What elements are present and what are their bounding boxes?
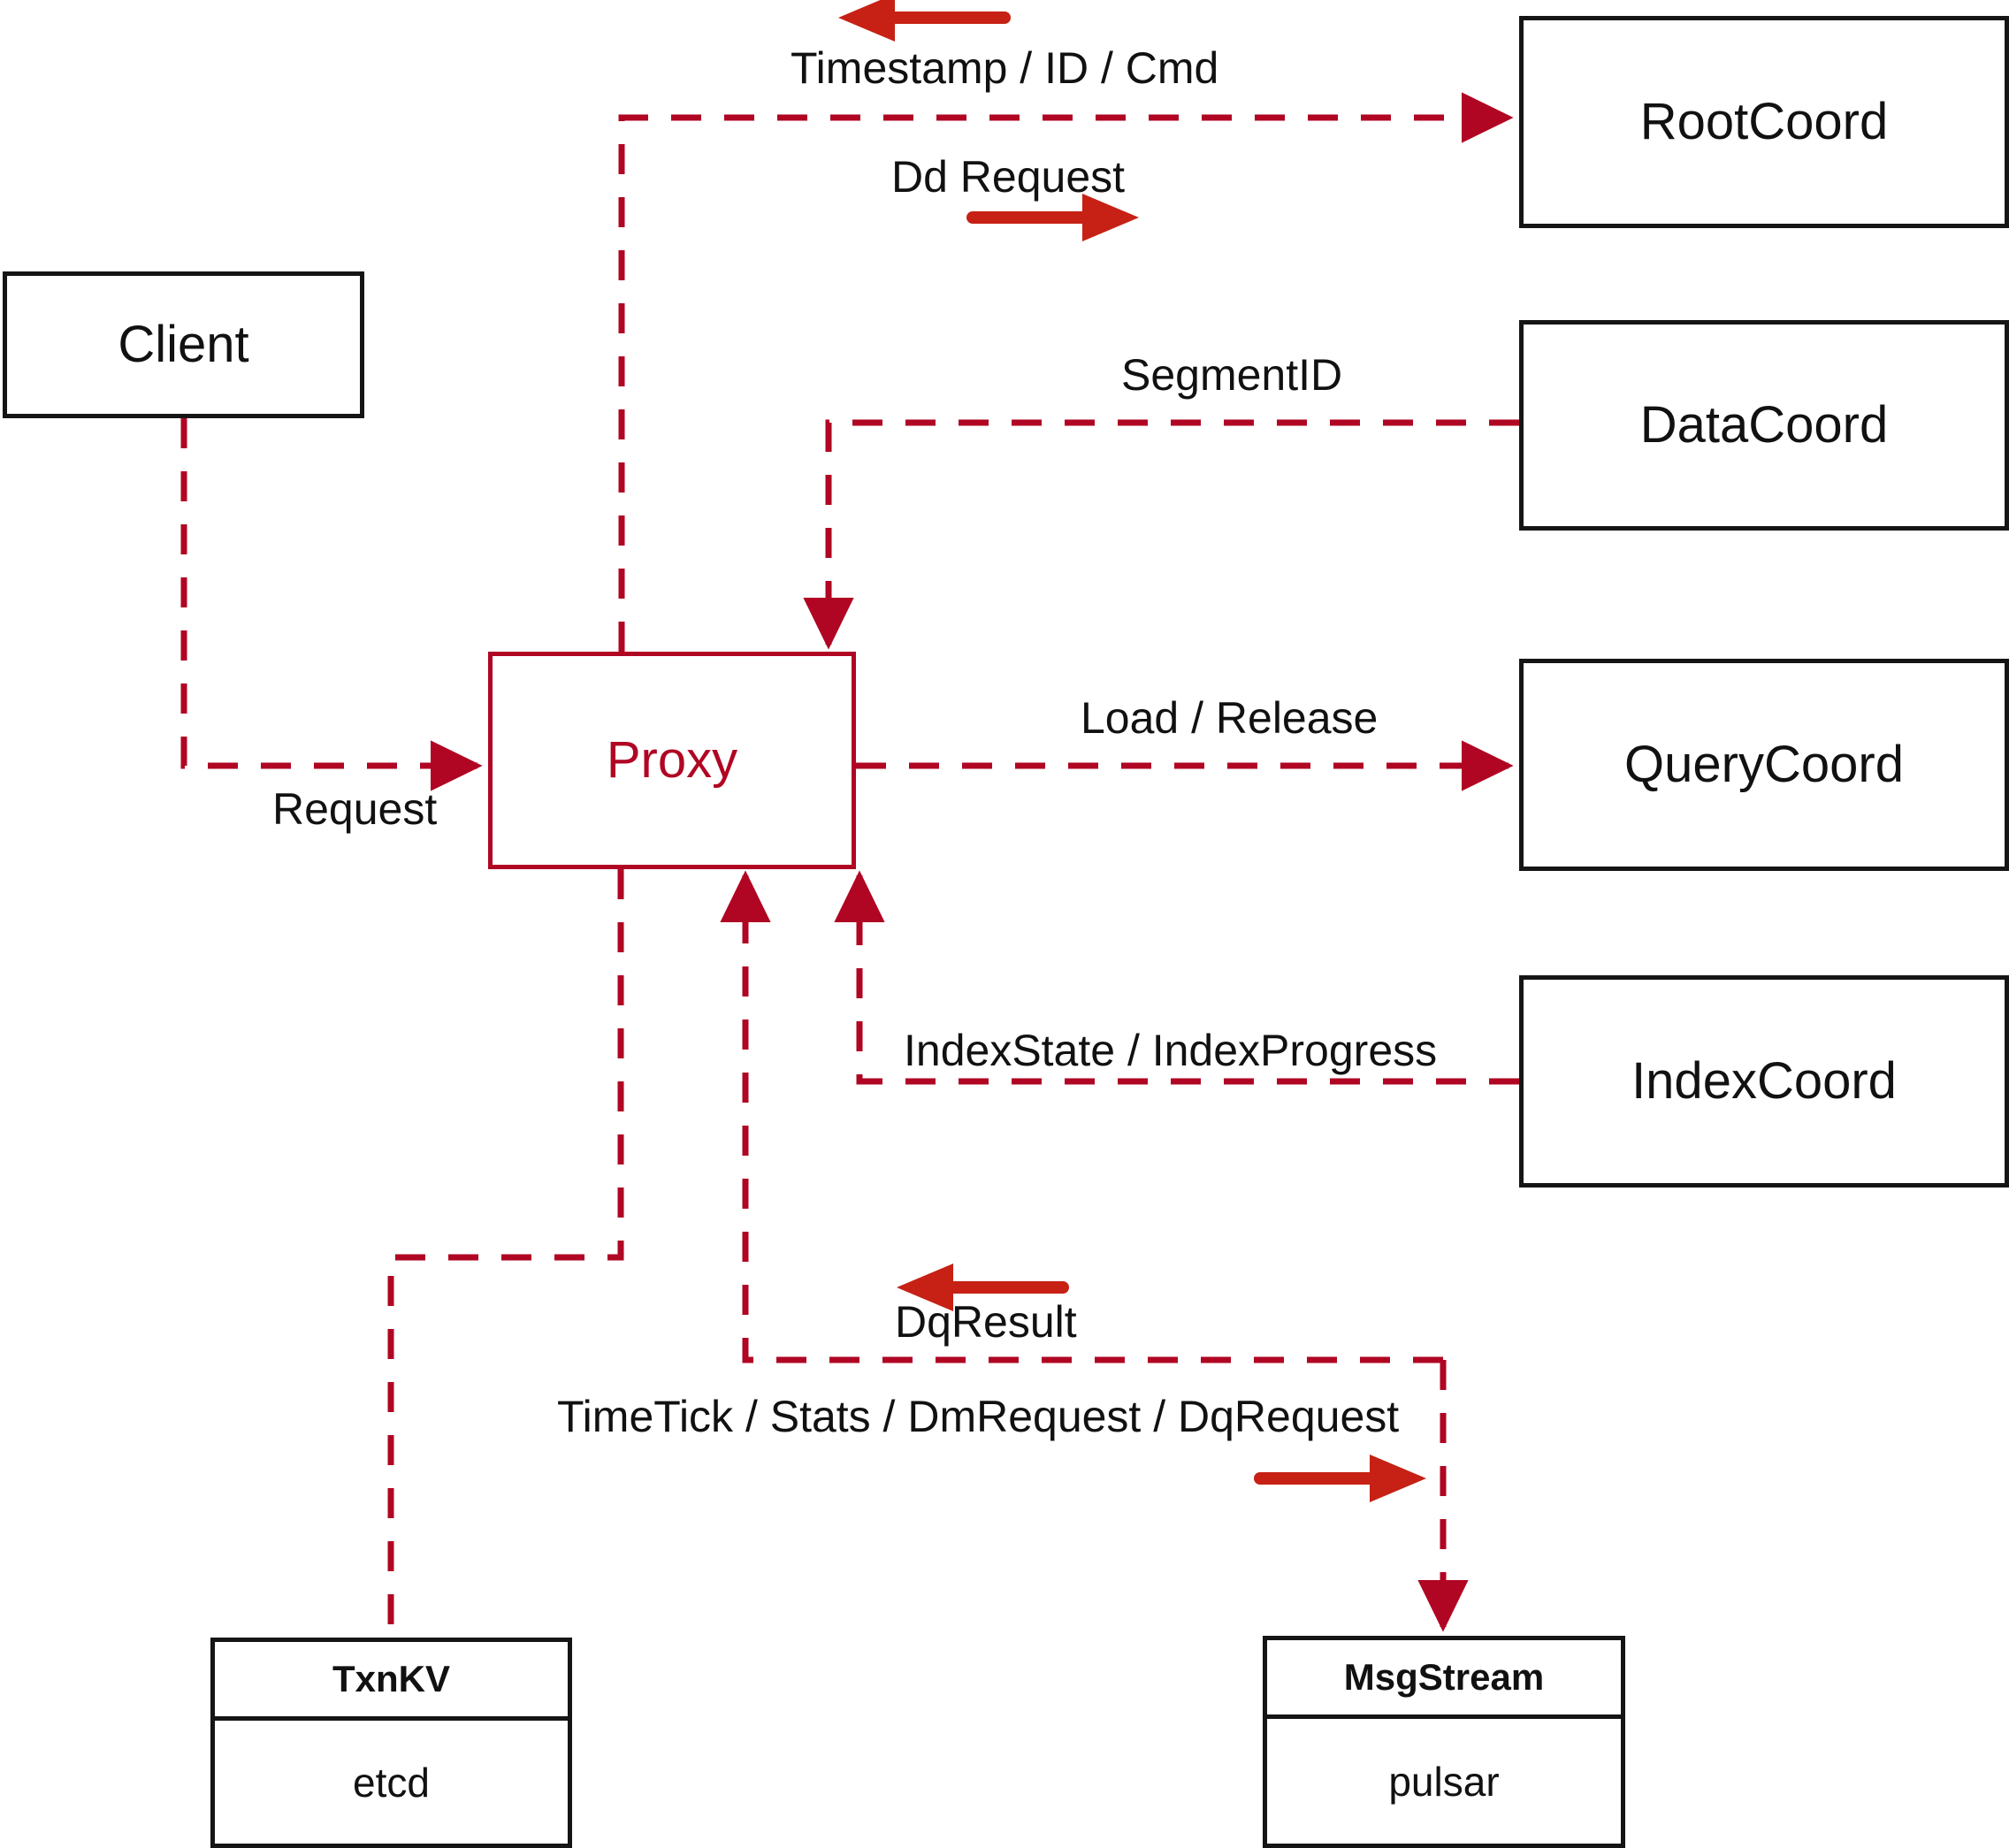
edge-proxy-to-txnkv [387,869,624,1638]
node-rootcoord-label: RootCoord [1639,93,1889,150]
node-txnkv-body: etcd [353,1759,430,1806]
edge-label-index-state-progress: IndexState / IndexProgress [904,1026,1438,1075]
node-txnkv[interactable]: TxnKV etcd [210,1638,572,1848]
edge-label-request: Request [272,784,438,834]
node-rootcoord[interactable]: RootCoord [1519,16,2009,228]
edge-label-dd-request: Dd Request [891,152,1126,202]
node-querycoord[interactable]: QueryCoord [1519,659,2009,871]
edge-indexcoord-to-proxy [834,870,1519,1085]
node-indexcoord-label: IndexCoord [1631,1052,1897,1110]
direction-arrow-dqresult-left [897,1264,1069,1311]
node-indexcoord[interactable]: IndexCoord [1519,975,2009,1187]
node-datacoord-label: DataCoord [1639,396,1889,454]
node-proxy-label: Proxy [606,731,738,789]
edge-msgstream-to-proxy [720,870,1443,1363]
node-client-label: Client [118,316,249,373]
edge-label-timestamp-id-cmd: Timestamp / ID / Cmd [791,43,1219,93]
edge-proxy-to-rootcoord [618,92,1514,652]
edge-datacoord-to-proxy [803,419,1519,650]
node-msgstream[interactable]: MsgStream pulsar [1263,1636,1625,1848]
edge-label-dq-result: DqResult [895,1297,1077,1347]
edge-label-timetick-stats: TimeTick / Stats / DmRequest / DqRequest [557,1392,1400,1441]
node-querycoord-label: QueryCoord [1624,736,1904,793]
direction-arrow-dd-request-right [966,194,1139,241]
edge-client-to-proxy [180,418,483,791]
node-datacoord[interactable]: DataCoord [1519,320,2009,531]
node-client[interactable]: Client [3,271,364,418]
direction-arrow-timetick-right [1254,1455,1426,1502]
edge-label-load-release: Load / Release [1081,693,1379,743]
node-msgstream-body: pulsar [1388,1758,1500,1805]
direction-arrow-group [838,0,1426,1502]
node-msgstream-head: MsgStream [1267,1640,1621,1719]
direction-arrow-timestamp-left [838,0,1011,42]
node-proxy[interactable]: Proxy [488,652,856,869]
node-txnkv-head: TxnKV [215,1642,568,1721]
edge-label-segment-id: SegmentID [1121,350,1343,400]
